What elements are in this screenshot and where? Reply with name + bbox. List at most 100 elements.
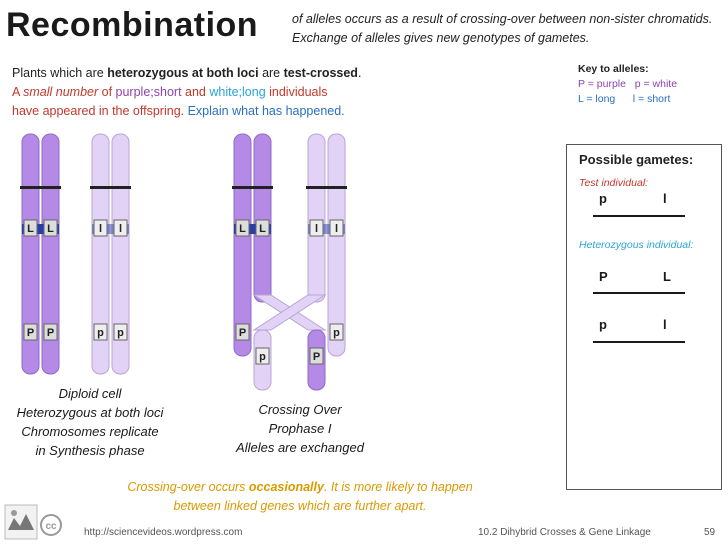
note-emph: occasionally [248,480,324,494]
left-caption: Diploid cell Heterozygous at both loci C… [0,384,180,460]
intro-question: Explain what has happened. [187,104,345,118]
allele-key: Key to alleles: P = purple p = white L =… [578,62,677,107]
het-gamete-2-p: p [599,317,607,332]
locus-band-l [308,224,345,234]
test-individual-label: Test individual: [579,177,649,189]
intro-text: Plants which are heterozygous at both lo… [12,64,432,121]
het-gamete-1-line [593,292,685,294]
creative-commons-icon: cc [40,514,62,536]
middle-caption: Crossing Over Prophase I Alleles are exc… [220,400,380,457]
intro-text-span: of [98,85,116,99]
caption-line: Chromosomes replicate [21,424,159,439]
allele-p-label: p [259,351,266,363]
allele-box [235,323,250,341]
allele-P-label: P [313,351,320,363]
het-gamete-1-l: L [663,269,671,284]
chromatid-light-2 [327,133,346,357]
intro-line-3: have appeared in the offspring. Explain … [12,102,432,121]
chromatid-purple-1 [233,133,252,357]
allele-box [23,219,38,237]
chromatid-light-1 [91,133,110,375]
intro-text-span: individuals [265,85,328,99]
chromatid-light-1-upper [307,133,326,303]
intro-emph: small number [23,85,99,99]
crossover-strand-2 [252,294,327,331]
intro-line-2: A small number of purple;short and white… [12,83,432,102]
caption-line: Diploid cell [58,386,122,401]
note-text: between linked genes which are further a… [173,499,427,513]
allele-box [23,323,38,341]
intro-purple-short: purple;short [115,85,182,99]
allele-box [235,219,250,237]
test-gamete-p: p [599,191,607,206]
allele-p-label: p [333,327,340,339]
allele-l-label: l [119,223,122,235]
allele-box [329,219,344,237]
intro-text-span: have appeared in the offspring. [12,104,188,118]
allele-L-label: L [27,223,34,235]
allele-p-label: p [97,327,104,339]
intro-text-span: Plants which are [12,66,108,80]
allele-P-label: P [47,327,54,339]
intro-text-span: are [258,66,284,80]
replicated-chromosomes-diagram: L L l l P P p p [20,133,131,375]
locus-band-L [22,224,59,234]
caption-line: Alleles are exchanged [236,440,364,455]
allele-P-label: P [239,327,246,339]
allele-l-label: l [315,223,318,235]
caption-line: Prophase I [268,421,332,436]
slide-number: 59 [704,527,716,538]
key-purple: P = purple [578,78,626,90]
chromatid-purple-2 [41,133,60,375]
allele-L-label: L [239,223,246,235]
note-text: . It is more likely to happen [323,480,473,494]
allele-box [93,219,108,237]
intro-emph: test-crossed [283,66,358,80]
intro-emph: heterozygous at both loci [107,66,259,80]
chromatid-light-2 [111,133,130,375]
allele-box [93,323,108,341]
note-text: Crossing-over occurs [127,480,249,494]
test-gamete-line [593,215,685,217]
caption-line: Heterozygous at both loci [16,405,164,420]
het-gamete-1-p: P [599,269,608,284]
site-logo [4,504,38,540]
centromere-light [90,186,131,189]
slide-subtitle: of alleles occurs as a result of crossin… [292,12,713,45]
allele-box [113,323,128,341]
centromere-purple [232,186,273,189]
allele-box [255,347,270,365]
intro-text-span: and [181,85,210,99]
gametes-box: Possible gametes: Test individual: p l H… [566,144,722,490]
locus-band-L [234,224,271,234]
allele-box [113,219,128,237]
intro-text-span: A [12,85,24,99]
key-white: p = white [634,78,678,90]
key-heading: Key to alleles: [578,63,649,75]
allele-box [43,323,58,341]
intro-white-long: white;long [209,85,266,99]
allele-L-label: L [47,223,54,235]
chromatid-purple-1 [21,133,40,375]
caption-line: in Synthesis phase [35,443,145,458]
intro-text-span: . [357,66,362,80]
slide-title: Recombination [6,6,259,44]
allele-box [255,219,270,237]
allele-P-label: P [27,327,34,339]
allele-L-label: L [259,223,266,235]
key-short: l = short [632,93,671,105]
test-gamete-l: l [663,191,667,206]
key-long: L = long [578,93,616,105]
allele-box [329,323,344,341]
chromatid-purple-2-upper [253,133,272,303]
het-individual-label: Heterozygous individual: [579,239,694,251]
footer-url[interactable]: http://sciencevideos.wordpress.com [84,527,243,538]
crossing-over-diagram: L L l l P p P p [232,133,347,391]
allele-box [309,219,324,237]
het-gamete-2-line [593,341,685,343]
allele-box [309,347,324,365]
gametes-heading: Possible gametes: [579,152,694,167]
allele-box [43,219,58,237]
allele-p-label: p [117,327,124,339]
centromere-light [306,186,347,189]
